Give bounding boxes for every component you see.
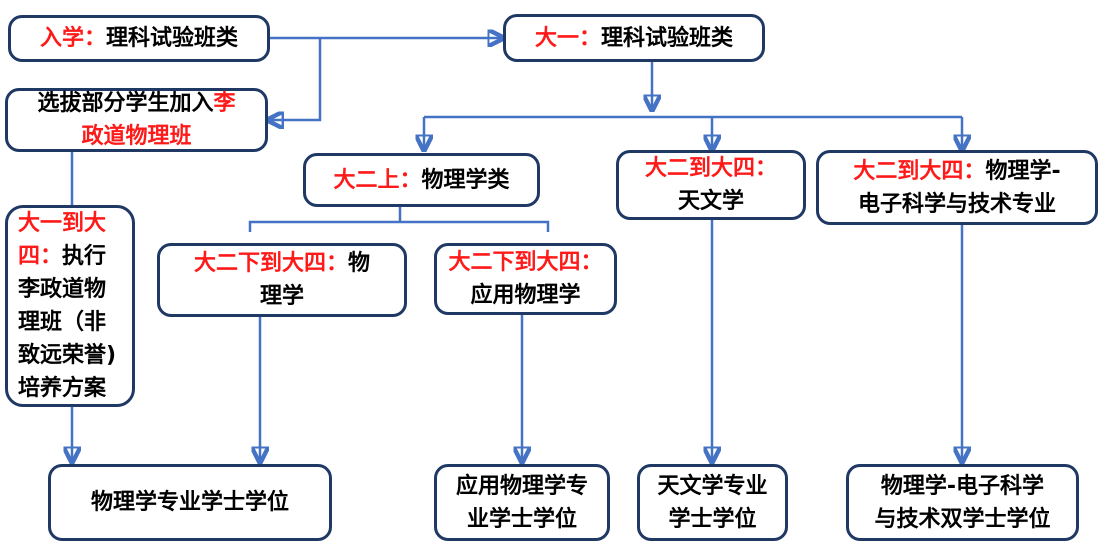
applied-track-label: 大二下到大四： <box>448 250 603 275</box>
node-li-plan: 大一到大 四：执行 李政道物 理班（非 致远荣誉) 培养方案 <box>5 205 135 407</box>
year2-bracket <box>248 207 550 232</box>
pe-track-text1: 物理学- <box>985 158 1061 184</box>
applied-track-text: 应用物理学 <box>470 283 581 308</box>
node-deg-applied: 应用物理学专 业学士学位 <box>434 464 610 541</box>
li-plan-line1: 大一到大 <box>18 211 107 236</box>
li-plan-line5: 致远荣誉) <box>18 343 117 368</box>
deg-applied-line1: 应用物理学专 <box>455 473 588 499</box>
node-physics-track: 大二下到大四：物 理学 <box>157 243 407 317</box>
astro-track-text: 天文学 <box>677 189 744 214</box>
year1-text: 理科试验班类 <box>601 25 734 51</box>
node-year2-first: 大二上：物理学类 <box>303 153 540 207</box>
astro-track-label: 大二到大四： <box>644 156 777 181</box>
deg-pe-line2: 与技术双学士学位 <box>874 506 1051 532</box>
li-plan-line2-text: 执行 <box>62 244 107 269</box>
year1-label: 大一： <box>534 25 601 51</box>
li-plan-line2-red: 四： <box>18 244 63 269</box>
physics-track-text2: 理学 <box>259 284 304 309</box>
year2-first-text: 物理学类 <box>421 167 510 193</box>
pe-track-label: 大二到大四： <box>853 158 986 184</box>
deg-physics-text: 物理学专业学士学位 <box>90 490 289 515</box>
select-red-2: 政道物理班 <box>81 124 192 149</box>
deg-astro-line2: 学士学位 <box>668 506 757 532</box>
li-plan-line4: 理班（非 <box>18 310 107 335</box>
pe-track-text2: 电子科学与技术专业 <box>857 191 1056 217</box>
node-select: 选拔部分学生加入李 政道物理班 <box>5 88 268 152</box>
node-applied-track: 大二下到大四： 应用物理学 <box>434 243 617 315</box>
node-astro-track: 大二到大四： 天文学 <box>616 150 806 220</box>
physics-track-label: 大二下到大四： <box>193 251 348 276</box>
physics-track-text1: 物 <box>348 251 371 276</box>
deg-pe-line1: 物理学-电子科学 <box>880 473 1045 499</box>
li-plan-line6: 培养方案 <box>18 376 107 401</box>
select-red-1: 李 <box>213 91 236 116</box>
deg-astro-line1: 天文学专业 <box>657 473 768 499</box>
enroll-label: 入学： <box>39 26 106 51</box>
node-year1: 大一：理科试验班类 <box>503 14 765 62</box>
li-plan-line3: 李政道物 <box>18 277 107 302</box>
enroll-text: 理科试验班类 <box>106 26 239 51</box>
select-text: 选拔部分学生加入 <box>37 91 214 116</box>
node-pe-track: 大二到大四：物理学- 电子科学与技术专业 <box>816 150 1098 225</box>
deg-applied-line2: 业学士学位 <box>466 506 577 532</box>
node-deg-pe: 物理学-电子科学 与技术双学士学位 <box>846 464 1079 541</box>
year2-first-label: 大二上： <box>333 167 422 193</box>
node-deg-astro: 天文学专业 学士学位 <box>637 464 788 541</box>
node-deg-physics: 物理学专业学士学位 <box>48 464 332 541</box>
node-enroll: 入学：理科试验班类 <box>8 15 270 62</box>
arrow-enroll-to-select <box>268 38 322 120</box>
